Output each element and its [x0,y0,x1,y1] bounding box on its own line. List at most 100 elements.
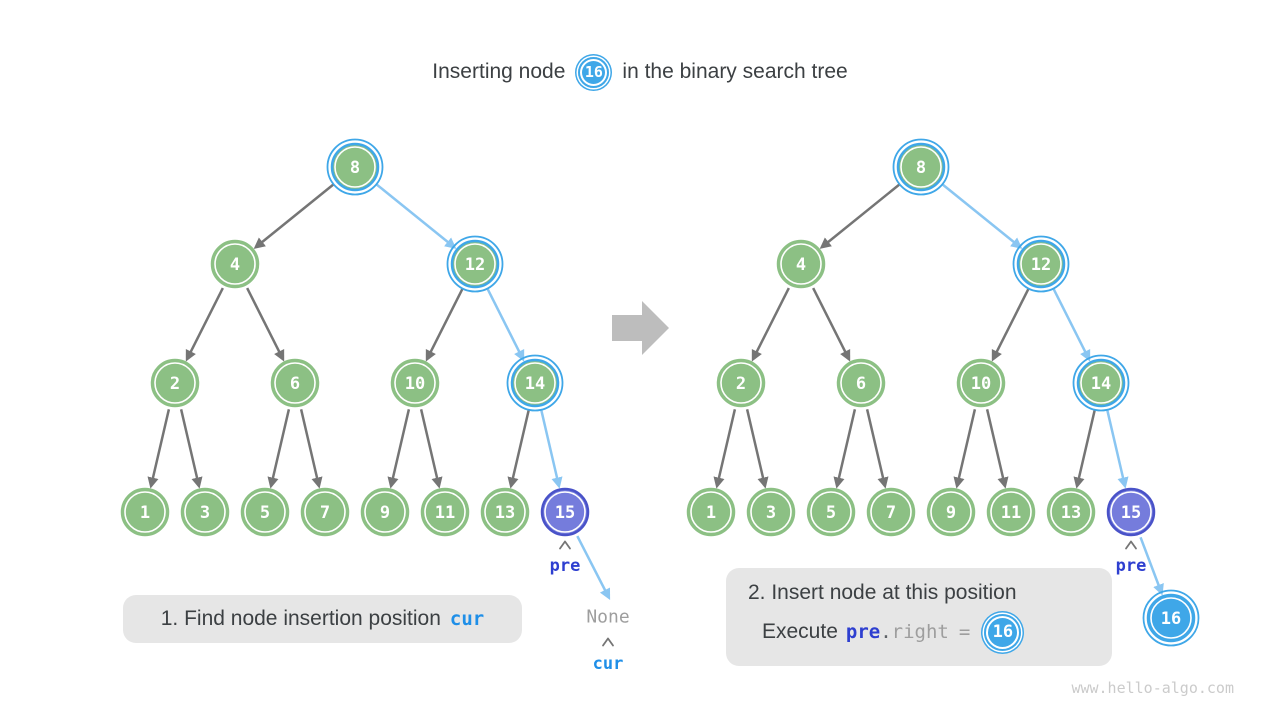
tree-edge [147,409,171,489]
title-prefix: Inserting node [432,60,566,83]
step1-caption: 1. Find node insertion position cur [123,595,522,643]
tree-node: 8 [892,138,950,196]
step2-exec-text: Execute [762,620,838,643]
tree-node: 3 [180,487,230,537]
node-value: 12 [465,255,485,275]
tree-edge [425,287,464,362]
tree-edge [819,183,901,249]
node-value: 15 [1121,503,1141,523]
node-value: 1 [706,503,716,523]
tree-edge [1105,409,1129,489]
node-value: 7 [886,503,896,523]
node-value: 6 [856,374,866,394]
tree-node: 13 [480,487,530,537]
diagram-title: Inserting node 16 in the binary search t… [0,52,1280,92]
tree-node: 10 [956,358,1006,408]
tree-node: 1 [686,487,736,537]
tree-node: 4 [776,239,826,289]
tree-edge [1052,287,1091,362]
tree-edge [865,409,889,489]
node-value: 1 [140,503,150,523]
tree-node: 15 [540,487,590,537]
tree-edge [179,409,203,489]
node-value: 4 [796,255,806,275]
caret-up-icon [602,637,614,647]
tree-edge [576,535,611,601]
step2-line1: 2. Insert node at this position [748,581,1017,604]
node-value: 2 [170,374,180,394]
tree-edge [185,287,224,362]
tree-node: 7 [300,487,350,537]
tree-node: 11 [420,487,470,537]
tree-node: 14 [506,354,564,412]
tree-edge [419,409,443,489]
tree-node: 2 [150,358,200,408]
tree-node: 16 [1142,589,1200,647]
tree-node: 8 [326,138,384,196]
step2-right-code: right [891,621,949,643]
tree-edge [812,287,851,362]
tree-node: 13 [1046,487,1096,537]
node-value: 12 [1031,255,1051,275]
pre-pointer-label-right: pre [1115,556,1147,576]
tree-node: 3 [746,487,796,537]
tree-node: 7 [866,487,916,537]
node-value: 10 [971,374,991,394]
tree-node: 15 [1106,487,1156,537]
caret-up-icon [559,540,571,550]
tree-node: 12 [446,235,504,293]
tree-edge [745,409,769,489]
tree-edge [539,409,563,489]
step2-caption: 2. Insert node at this position Execute p… [726,568,1112,666]
tree-node: 5 [240,487,290,537]
node-value: 13 [1061,503,1081,523]
tree-edge [267,409,291,489]
tree-edge [833,409,857,489]
tree-node: 2 [716,358,766,408]
tree-edge [985,409,1009,489]
node-value: 3 [766,503,776,523]
step2-dot-code: . [880,621,892,643]
cur-pointer-label: cur [592,654,624,674]
step1-cur-code: cur [449,608,485,630]
inserted-node-badge: 16 [578,56,610,88]
node-value: 11 [1001,503,1021,523]
watermark: www.hello-algo.com [1071,679,1234,697]
tree-node: 6 [270,358,320,408]
node-value: 9 [380,503,390,523]
tree-node: 1 [120,487,170,537]
tree-edge [991,287,1030,362]
pre-pointer-label-left: pre [549,556,581,576]
node-value: 11 [435,503,455,523]
tree-edge [1073,409,1097,489]
tree-edge [387,409,411,489]
tree-node: 6 [836,358,886,408]
step1-text: 1. Find node insertion position [160,607,441,630]
caret-up-icon [1125,540,1137,550]
step2-pre-code: pre [845,621,881,643]
tree-node: 9 [926,487,976,537]
tree-edge [1139,536,1164,596]
tree-edge [246,287,285,362]
node-value: 16 [1161,609,1181,629]
none-label: None [586,606,630,628]
tree-node: 11 [986,487,1036,537]
tree-node: 14 [1072,354,1130,412]
tree-edge [953,409,977,489]
node-value: 7 [320,503,330,523]
tree-edge [299,409,323,489]
step2-node-badge: 16 [984,613,1022,651]
step2-eq-code: = [958,621,971,643]
node-value: 15 [555,503,575,523]
step2-line2: Execute pre.right = 16 [762,610,1112,654]
node-value: 5 [826,503,836,523]
node-value: 5 [260,503,270,523]
inserted-node-value: 16 [584,63,603,81]
tree-node: 12 [1012,235,1070,293]
tree-edge [941,183,1023,249]
node-value: 13 [495,503,515,523]
